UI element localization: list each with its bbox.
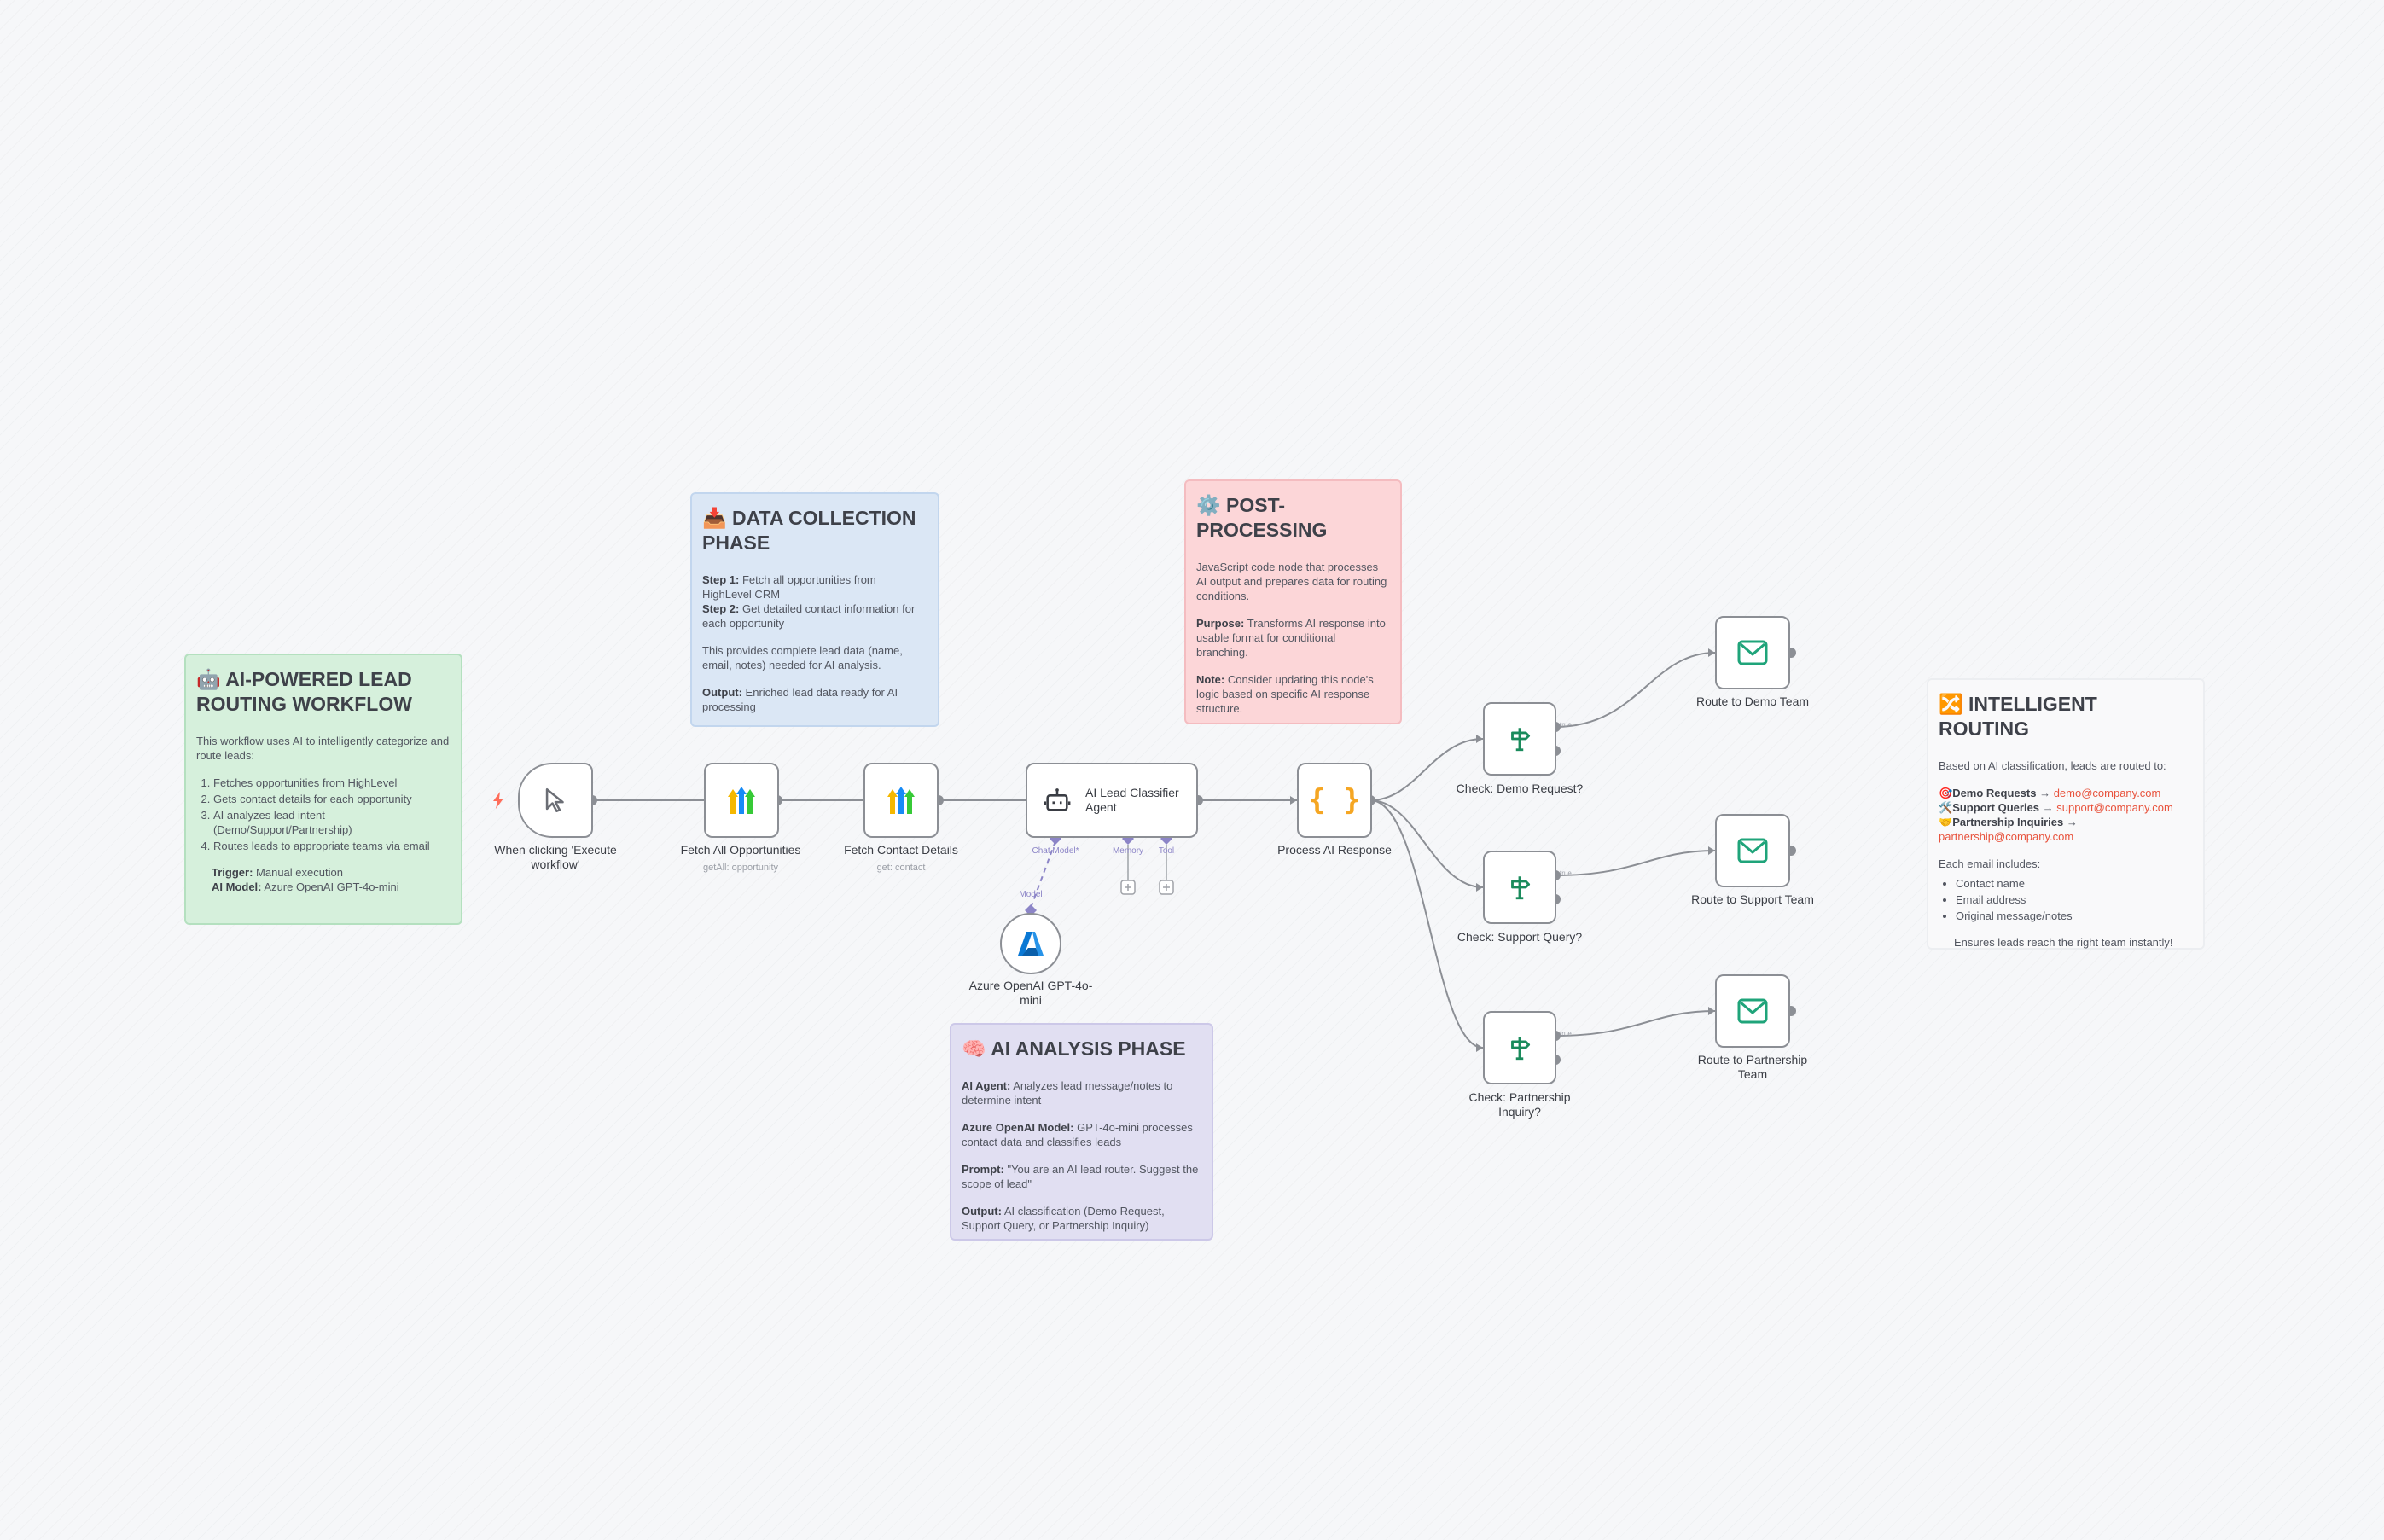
edge-process-check-partner [1369,799,1484,1049]
mail-icon [1737,838,1768,863]
support-email-link[interactable]: support@company.com [2056,801,2173,814]
routing-targets: 🎯Demo Requests → demo@company.com 🛠️Supp… [1939,787,2173,843]
workflow-steps-list: Fetches opportunities from HighLevel Get… [196,776,451,853]
node-manual-trigger[interactable] [518,763,593,838]
node-fetch-all-opportunities[interactable] [704,763,779,838]
node-route-partnership-team[interactable] [1715,974,1790,1048]
add-memory-button[interactable] [1119,879,1137,896]
node-route-demo-team[interactable] [1715,616,1790,689]
robot-emoji-icon: 🤖 [196,668,221,690]
robot-icon [1044,788,1071,811]
cursor-icon [545,787,564,813]
mail-icon [1737,640,1768,665]
note-title: 🤖 AI-POWERED LEAD ROUTING WORKFLOW [196,668,412,715]
shuffle-emoji-icon: 🔀 [1939,693,1963,715]
note-intelligent-routing[interactable]: 🔀 INTELLIGENT ROUTING Based on AI classi… [1927,678,2205,950]
node-label-azure: Azure OpenAI GPT-4o-mini [968,979,1093,1007]
list-item: Email address [1956,892,2193,907]
note-title: 📥 DATA COLLECTION PHASE [702,507,916,554]
signpost-icon [1511,728,1531,752]
node-label-fetch-opportunities: Fetch All Opportunities [680,843,801,857]
list-item: Contact name [1956,876,2193,891]
port-label-tool: Tool [1158,846,1175,856]
node-label-process: Process AI Response [1277,843,1392,857]
node-subtitle-fetch-contact: get: contact [876,863,926,873]
list-item: Original message/notes [1956,909,2193,923]
code-braces-icon: { } [1308,783,1361,817]
edge-check-partner-route-partner [1555,1010,1716,1037]
note-ai-analysis[interactable]: 🧠 AI ANALYSIS PHASE AI Agent: Analyzes l… [950,1023,1213,1241]
add-tool-button[interactable] [1158,879,1175,896]
node-label-fetch-contact: Fetch Contact Details [844,843,958,857]
mail-icon [1737,998,1768,1024]
note-workflow-overview[interactable]: 🤖 AI-POWERED LEAD ROUTING WORKFLOW This … [184,654,462,925]
port-label-model: Model [1019,890,1043,899]
node-label-route-partner: Route to Partnership Team [1697,1053,1808,1081]
node-label-check-partner: Check: Partnership Inquiry? [1468,1090,1571,1119]
inbox-emoji-icon: 📥 [702,507,727,529]
edge-process-check-support [1369,799,1484,888]
edge-label-true-demo: true [1560,721,1572,729]
azure-icon [1018,932,1044,956]
signpost-icon [1511,876,1531,900]
node-fetch-contact-details[interactable] [863,763,939,838]
note-title: 🔀 INTELLIGENT ROUTING [1939,693,2097,740]
node-label-check-support: Check: Support Query? [1457,930,1583,944]
node-label-trigger: When clicking 'Execute workflow' [494,843,617,871]
note-title: 🧠 AI ANALYSIS PHASE [962,1037,1186,1060]
highlevel-icon [728,787,755,814]
highlevel-icon [887,787,915,814]
handshake-emoji-icon: 🤝 [1939,816,1953,828]
trigger-info: Trigger: Manual execution AI Model: Azur… [212,866,399,893]
node-subtitle-fetch-opportunities: getAll: opportunity [702,863,779,873]
node-label-check-demo: Check: Demo Request? [1456,782,1584,795]
list-item: AI analyzes lead intent (Demo/Support/Pa… [213,808,451,837]
node-label-route-support: Route to Support Team [1691,892,1814,906]
email-includes-list: Contact name Email address Original mess… [1939,876,2193,923]
edge-check-support-route-support [1555,850,1716,876]
note-data-collection[interactable]: 📥 DATA COLLECTION PHASE Step 1: Fetch al… [690,492,939,727]
node-process-ai-response[interactable]: { } [1297,763,1372,838]
node-label-route-demo: Route to Demo Team [1695,694,1810,708]
node-label-agent: AI Lead Classifier Agent [1085,786,1179,814]
node-check-partnership-inquiry[interactable] [1483,1011,1556,1084]
node-check-demo-request[interactable] [1483,702,1556,776]
edge-check-demo-route-demo [1555,652,1716,728]
note-intro: This workflow uses AI to intelligently c… [196,735,450,762]
node-azure-openai[interactable] [1000,913,1061,974]
node-check-support-query[interactable] [1483,851,1556,924]
gear-emoji-icon: ⚙️ [1196,494,1221,516]
lightning-icon [493,792,503,809]
node-ai-lead-classifier-agent[interactable]: AI Lead Classifier Agent [1026,763,1198,838]
demo-email-link[interactable]: demo@company.com [2053,787,2161,799]
edge-process-check-demo [1369,738,1484,801]
port-label-chat-model: Chat Model* [1032,846,1079,856]
list-item: Routes leads to appropriate teams via em… [213,839,451,853]
list-item: Gets contact details for each opportunit… [213,792,451,806]
signpost-icon [1511,1037,1531,1061]
port-label-memory: Memory [1112,846,1144,856]
tools-emoji-icon: 🛠️ [1939,801,1953,814]
note-title: ⚙️ POST-PROCESSING [1196,494,1328,541]
list-item: Fetches opportunities from HighLevel [213,776,451,790]
note-post-processing[interactable]: ⚙️ POST-PROCESSING JavaScript code node … [1184,479,1402,724]
node-route-support-team[interactable] [1715,814,1790,887]
target-emoji-icon: 🎯 [1939,787,1953,799]
partnership-email-link[interactable]: partnership@company.com [1939,830,2074,843]
edge-label-true-partner: true [1560,1030,1572,1037]
brain-emoji-icon: 🧠 [962,1037,986,1060]
edge-label-true-support: true [1560,869,1572,877]
